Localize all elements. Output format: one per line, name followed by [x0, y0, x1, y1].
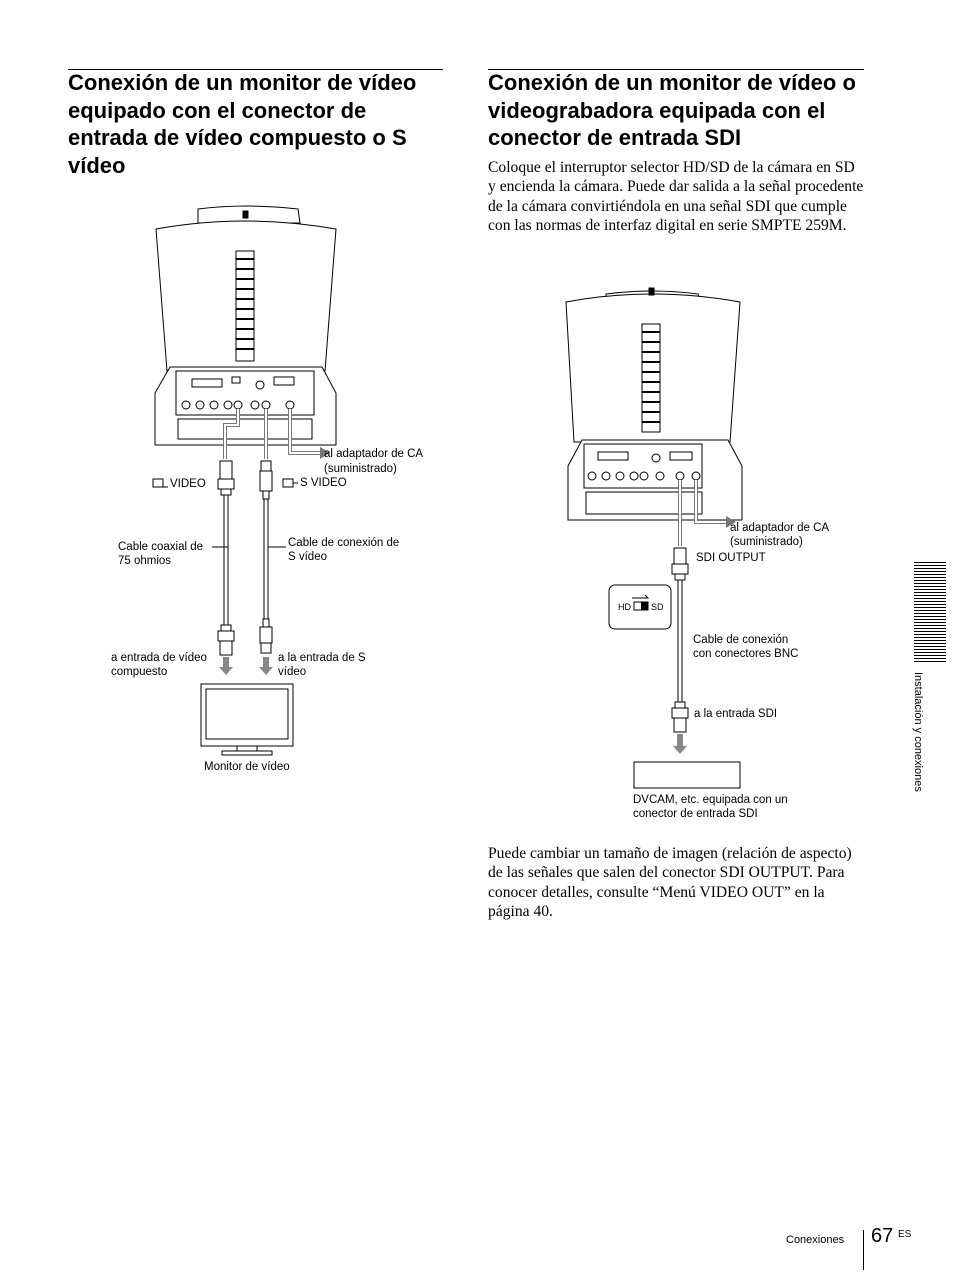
right-heading: Conexión de un monitor de vídeo o videog…	[488, 70, 856, 150]
right-ac-adapter-label-1: al adaptador de CA	[730, 522, 830, 534]
ac-adapter-label-2: (suministrado)	[324, 463, 397, 475]
page-number: 67	[871, 1225, 894, 1247]
left-connection-diagram	[152, 205, 337, 756]
footer-section: Conexiones	[786, 1234, 845, 1246]
right-connection-diagram	[565, 287, 743, 789]
footer-divider	[863, 1230, 864, 1270]
composite-input-label-2: compuesto	[111, 666, 168, 678]
dvcam-label-2: conector de entrada SDI	[633, 808, 758, 820]
hd-switch-label: HD	[618, 602, 631, 612]
dvcam-label-1: DVCAM, etc. equipada con un	[633, 794, 788, 806]
bnc-cable-label-1: Cable de conexión	[693, 634, 789, 646]
monitor-label: Monitor de vídeo	[204, 761, 290, 773]
s-video-label: S VIDEO	[300, 477, 347, 489]
right-heading-rule	[488, 69, 864, 70]
left-heading: Conexión de un monitor de vídeo equipado…	[68, 70, 417, 178]
right-ac-adapter-label-2: (suministrado)	[730, 536, 803, 548]
left-heading-rule	[68, 69, 443, 70]
coax-cable-label-1: Cable coaxial de	[118, 541, 204, 553]
right-note-paragraph: Puede cambiar un tamaño de imagen (relac…	[488, 845, 852, 920]
page-language: ES	[898, 1229, 912, 1240]
sd-switch-label: SD	[651, 602, 664, 612]
section-tab-text: Instalación y conexiones	[912, 672, 924, 792]
s-input-label-1: a la entrada de S	[278, 652, 366, 664]
s-input-label-2: vídeo	[278, 666, 307, 678]
svideo-cable-label-1: Cable de conexión de	[288, 537, 400, 549]
section-tab-marker	[914, 562, 946, 662]
bnc-cable-label-2: con conectores BNC	[693, 648, 799, 660]
ac-adapter-label-1: al adaptador de CA	[324, 448, 424, 460]
sdi-output-label: SDI OUTPUT	[696, 552, 766, 564]
composite-input-label-1: a entrada de vídeo	[111, 652, 207, 664]
svideo-cable-label-2: S vídeo	[288, 551, 327, 563]
sdi-input-label: a la entrada SDI	[694, 708, 778, 720]
right-intro-paragraph: Coloque el interruptor selector HD/SD de…	[488, 159, 864, 234]
video-label: VIDEO	[170, 478, 206, 490]
coax-cable-label-2: 75 ohmios	[118, 555, 172, 567]
